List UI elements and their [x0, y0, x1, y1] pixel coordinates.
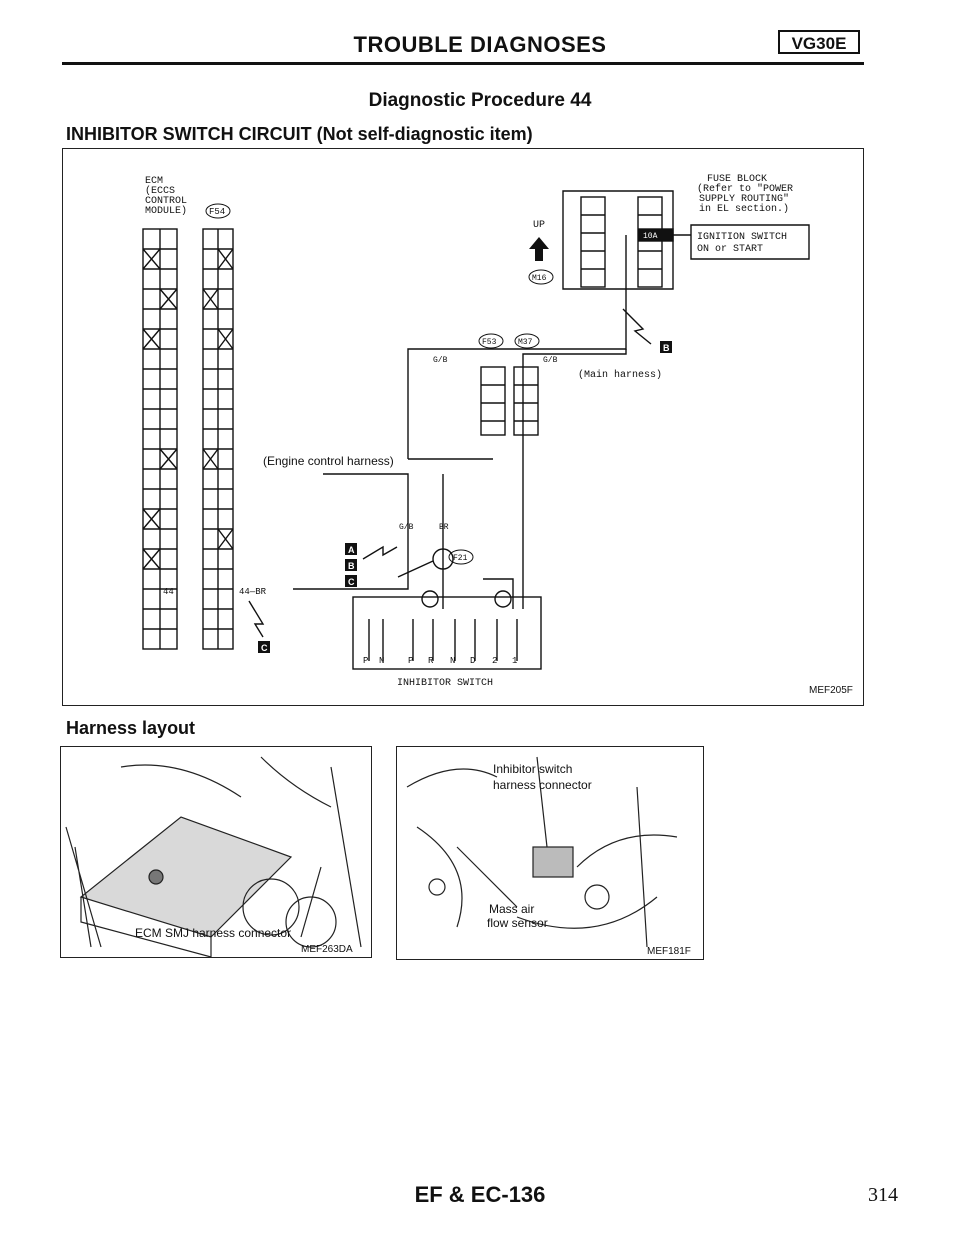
up-label: UP: [533, 220, 545, 231]
fuse-block-line: in EL section.): [699, 203, 789, 215]
circuit-title: INHIBITOR SWITCH CIRCUIT (Not self-diagn…: [66, 124, 533, 144]
ecm-label-line: MODULE): [145, 205, 187, 217]
marker-b-icon: [660, 341, 672, 353]
marker-c-letter: C: [261, 643, 268, 653]
wiring-diagram-svg: ECM (ECCS CONTROL MODULE) F54 44 44—BR F…: [142, 174, 853, 696]
procedure-title: Diagnostic Procedure 44: [368, 90, 592, 111]
engine-badge: VG30E: [778, 30, 860, 54]
inhibitor-positions: P N P R N D 2 1: [363, 656, 517, 666]
photo1-caption: ECM SMJ harness connector: [135, 926, 291, 940]
marker-c-letter: C: [348, 577, 355, 587]
marker-c-icon: [345, 575, 357, 587]
ecm-connector-photo: ECM SMJ harness connector MEF263DA: [60, 746, 372, 958]
inhibitor-position: N: [450, 656, 455, 666]
photo1-code: MEF263DA: [301, 944, 353, 955]
harness-layout-heading: Harness layout: [66, 718, 196, 738]
photo2-caption-top: Inhibitor switch harness connector: [493, 762, 592, 792]
ecm-label-line: (ECCS: [145, 185, 175, 197]
figure-code: MEF205F: [809, 685, 853, 696]
wiring-diagram: ECM (ECCS CONTROL MODULE) F54 44 44—BR F…: [62, 148, 864, 706]
marker-a-letter: A: [348, 545, 355, 555]
fuse-block-line: (Refer to "POWER: [697, 183, 793, 195]
inhibitor-position: D: [470, 656, 475, 666]
wire-44-br: 44—BR: [239, 587, 267, 597]
connector-f53: F53: [482, 338, 497, 347]
inhibitor-position: N: [379, 656, 384, 666]
ignition-switch-label: IGNITION SWITCH ON or START: [697, 232, 793, 255]
main-harness-label: (Main harness): [578, 369, 662, 381]
marker-a-icon: [345, 543, 357, 555]
inhibitor-position: 2: [492, 656, 497, 666]
photo2-code: MEF181F: [647, 946, 691, 957]
marker-b-letter: B: [663, 343, 670, 353]
photo2-caption-line: Mass air: [489, 902, 534, 916]
photo2-caption-line: harness connector: [493, 778, 592, 792]
fuse-block-label: FUSE BLOCK (Refer to "POWER SUPPLY ROUTI…: [697, 174, 799, 215]
page-header-title: TROUBLE DIAGNOSES: [353, 32, 607, 57]
inhibitor-position: 1: [512, 656, 517, 666]
header-divider: [62, 62, 864, 65]
fuse-rating: 10A: [643, 232, 658, 241]
inhibitor-photo-illustration: Inhibitor switch harness connector Mass …: [406, 756, 691, 957]
up-arrow-icon: [529, 237, 549, 261]
fuse-block-line: FUSE BLOCK: [707, 174, 767, 185]
wire-gb-label: G/B: [399, 523, 414, 532]
page-footer-label: EF & EC-136: [414, 1182, 546, 1207]
marker-c-icon: [258, 641, 270, 653]
connector-f21: F21: [453, 554, 468, 563]
ecm-terminal-44: 44: [163, 587, 174, 597]
engine-harness-label: (Engine control harness): [263, 454, 394, 468]
photo2-caption-line: Inhibitor switch: [493, 762, 572, 776]
ignition-line: IGNITION SWITCH: [697, 232, 787, 243]
photo2-caption-line: flow sensor: [487, 916, 548, 930]
ecm-label: ECM (ECCS CONTROL MODULE): [145, 176, 193, 217]
ignition-line: ON or START: [697, 244, 763, 255]
ecm-label-line: CONTROL: [145, 196, 187, 207]
inhibitor-position: P: [408, 656, 413, 666]
wire-br-label: BR: [439, 523, 449, 532]
connector-m16: M16: [532, 274, 547, 283]
page-number: 314: [868, 1184, 898, 1206]
wire-gb-label: G/B: [543, 356, 558, 365]
inhibitor-position: P: [363, 656, 368, 666]
marker-b-icon: [345, 559, 357, 571]
connector-m37: M37: [518, 338, 533, 347]
fuse-block-line: SUPPLY ROUTING": [699, 193, 789, 205]
ecm-photo-illustration: ECM SMJ harness connector MEF263DA: [65, 756, 362, 957]
marker-b-letter: B: [348, 561, 355, 571]
wire-gb-label: G/B: [433, 356, 448, 365]
ecm-connector-id: F54: [209, 207, 225, 217]
ecm-label-line: ECM: [145, 176, 163, 187]
inhibitor-switch-label: INHIBITOR SWITCH: [397, 678, 493, 689]
inhibitor-position: R: [428, 656, 434, 666]
photo2-caption-bottom: Mass air flow sensor: [487, 902, 548, 930]
inhibitor-connector-photo: Inhibitor switch harness connector Mass …: [396, 746, 704, 960]
